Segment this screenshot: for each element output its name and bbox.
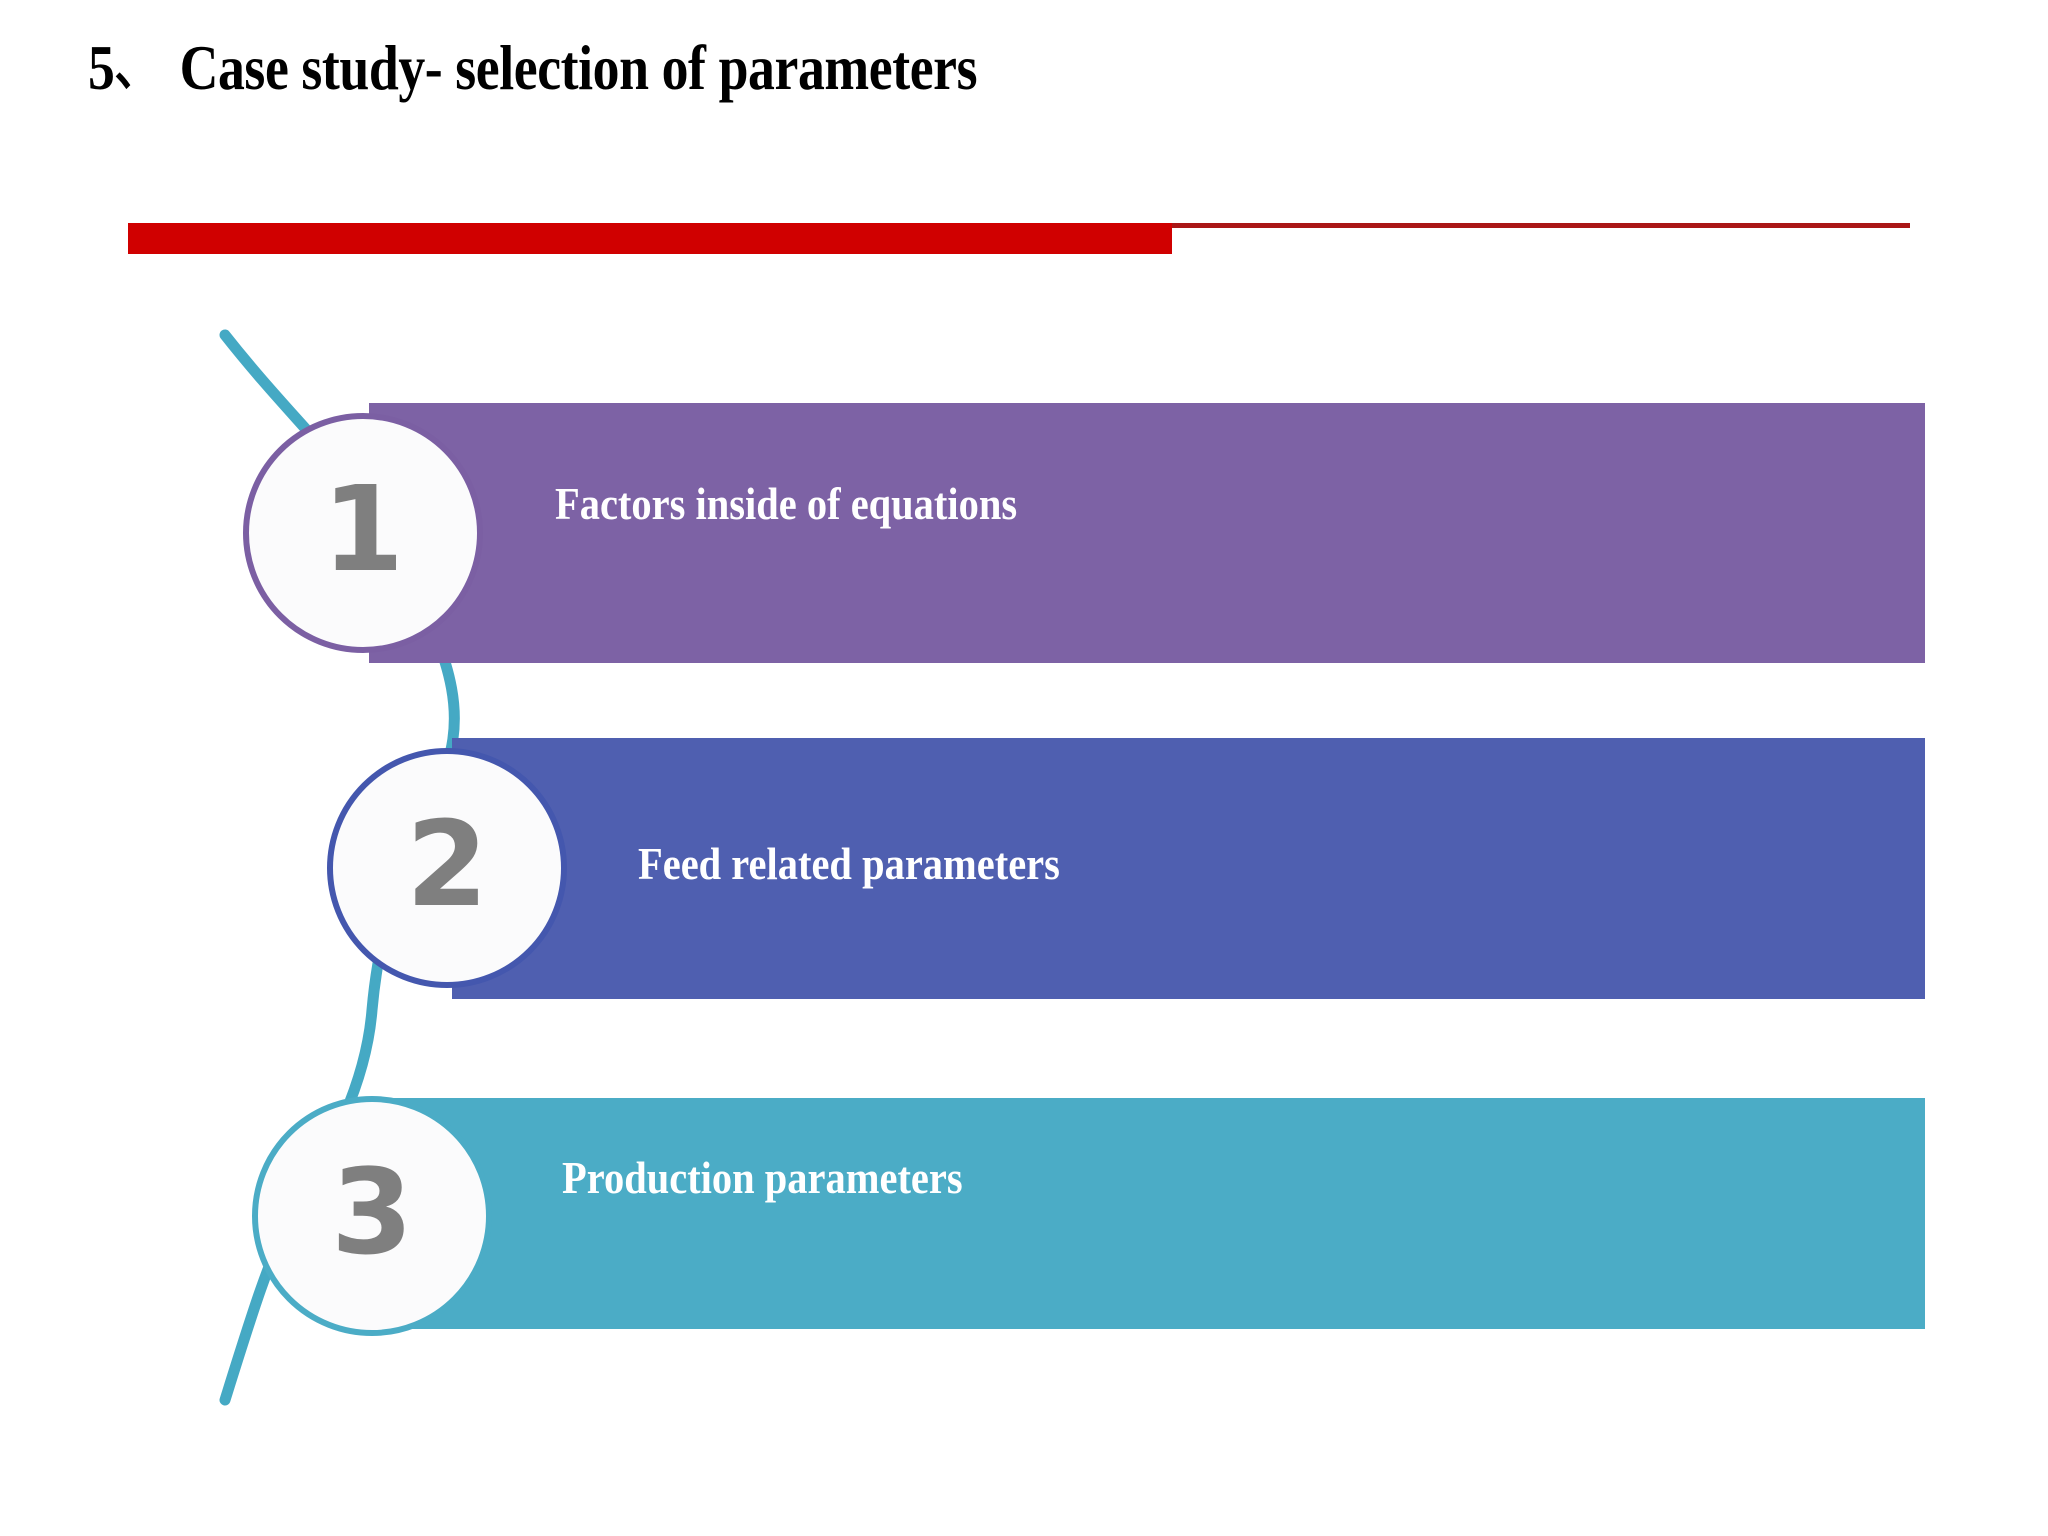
step-number-1: 1 bbox=[321, 460, 405, 598]
page-title: 5、 Case study- selection of parameters bbox=[88, 18, 1516, 118]
step-label-1: Factors inside of equations bbox=[555, 477, 1018, 529]
title-cjk-separator: 、 bbox=[114, 38, 158, 98]
red-divider bbox=[128, 215, 1918, 255]
step-number-2: 2 bbox=[405, 795, 489, 933]
step-circle-2[interactable]: 2 bbox=[327, 748, 567, 988]
step-label-3: Production parameters bbox=[562, 1152, 963, 1204]
step-label-2: Feed related parameters bbox=[638, 838, 1060, 890]
red-thick-bar bbox=[128, 223, 1172, 254]
title-number: 5 bbox=[88, 32, 115, 103]
step-bar-2[interactable]: Feed related parameters bbox=[452, 738, 1925, 999]
step-number-3: 3 bbox=[330, 1143, 414, 1281]
step-bar-1[interactable]: Factors inside of equations bbox=[369, 403, 1925, 663]
title-text: Case study- selection of parameters bbox=[179, 32, 978, 103]
step-bar-3[interactable]: Production parameters bbox=[370, 1098, 1925, 1329]
step-circle-1[interactable]: 1 bbox=[243, 413, 483, 653]
step-circle-3[interactable]: 3 bbox=[252, 1096, 492, 1336]
